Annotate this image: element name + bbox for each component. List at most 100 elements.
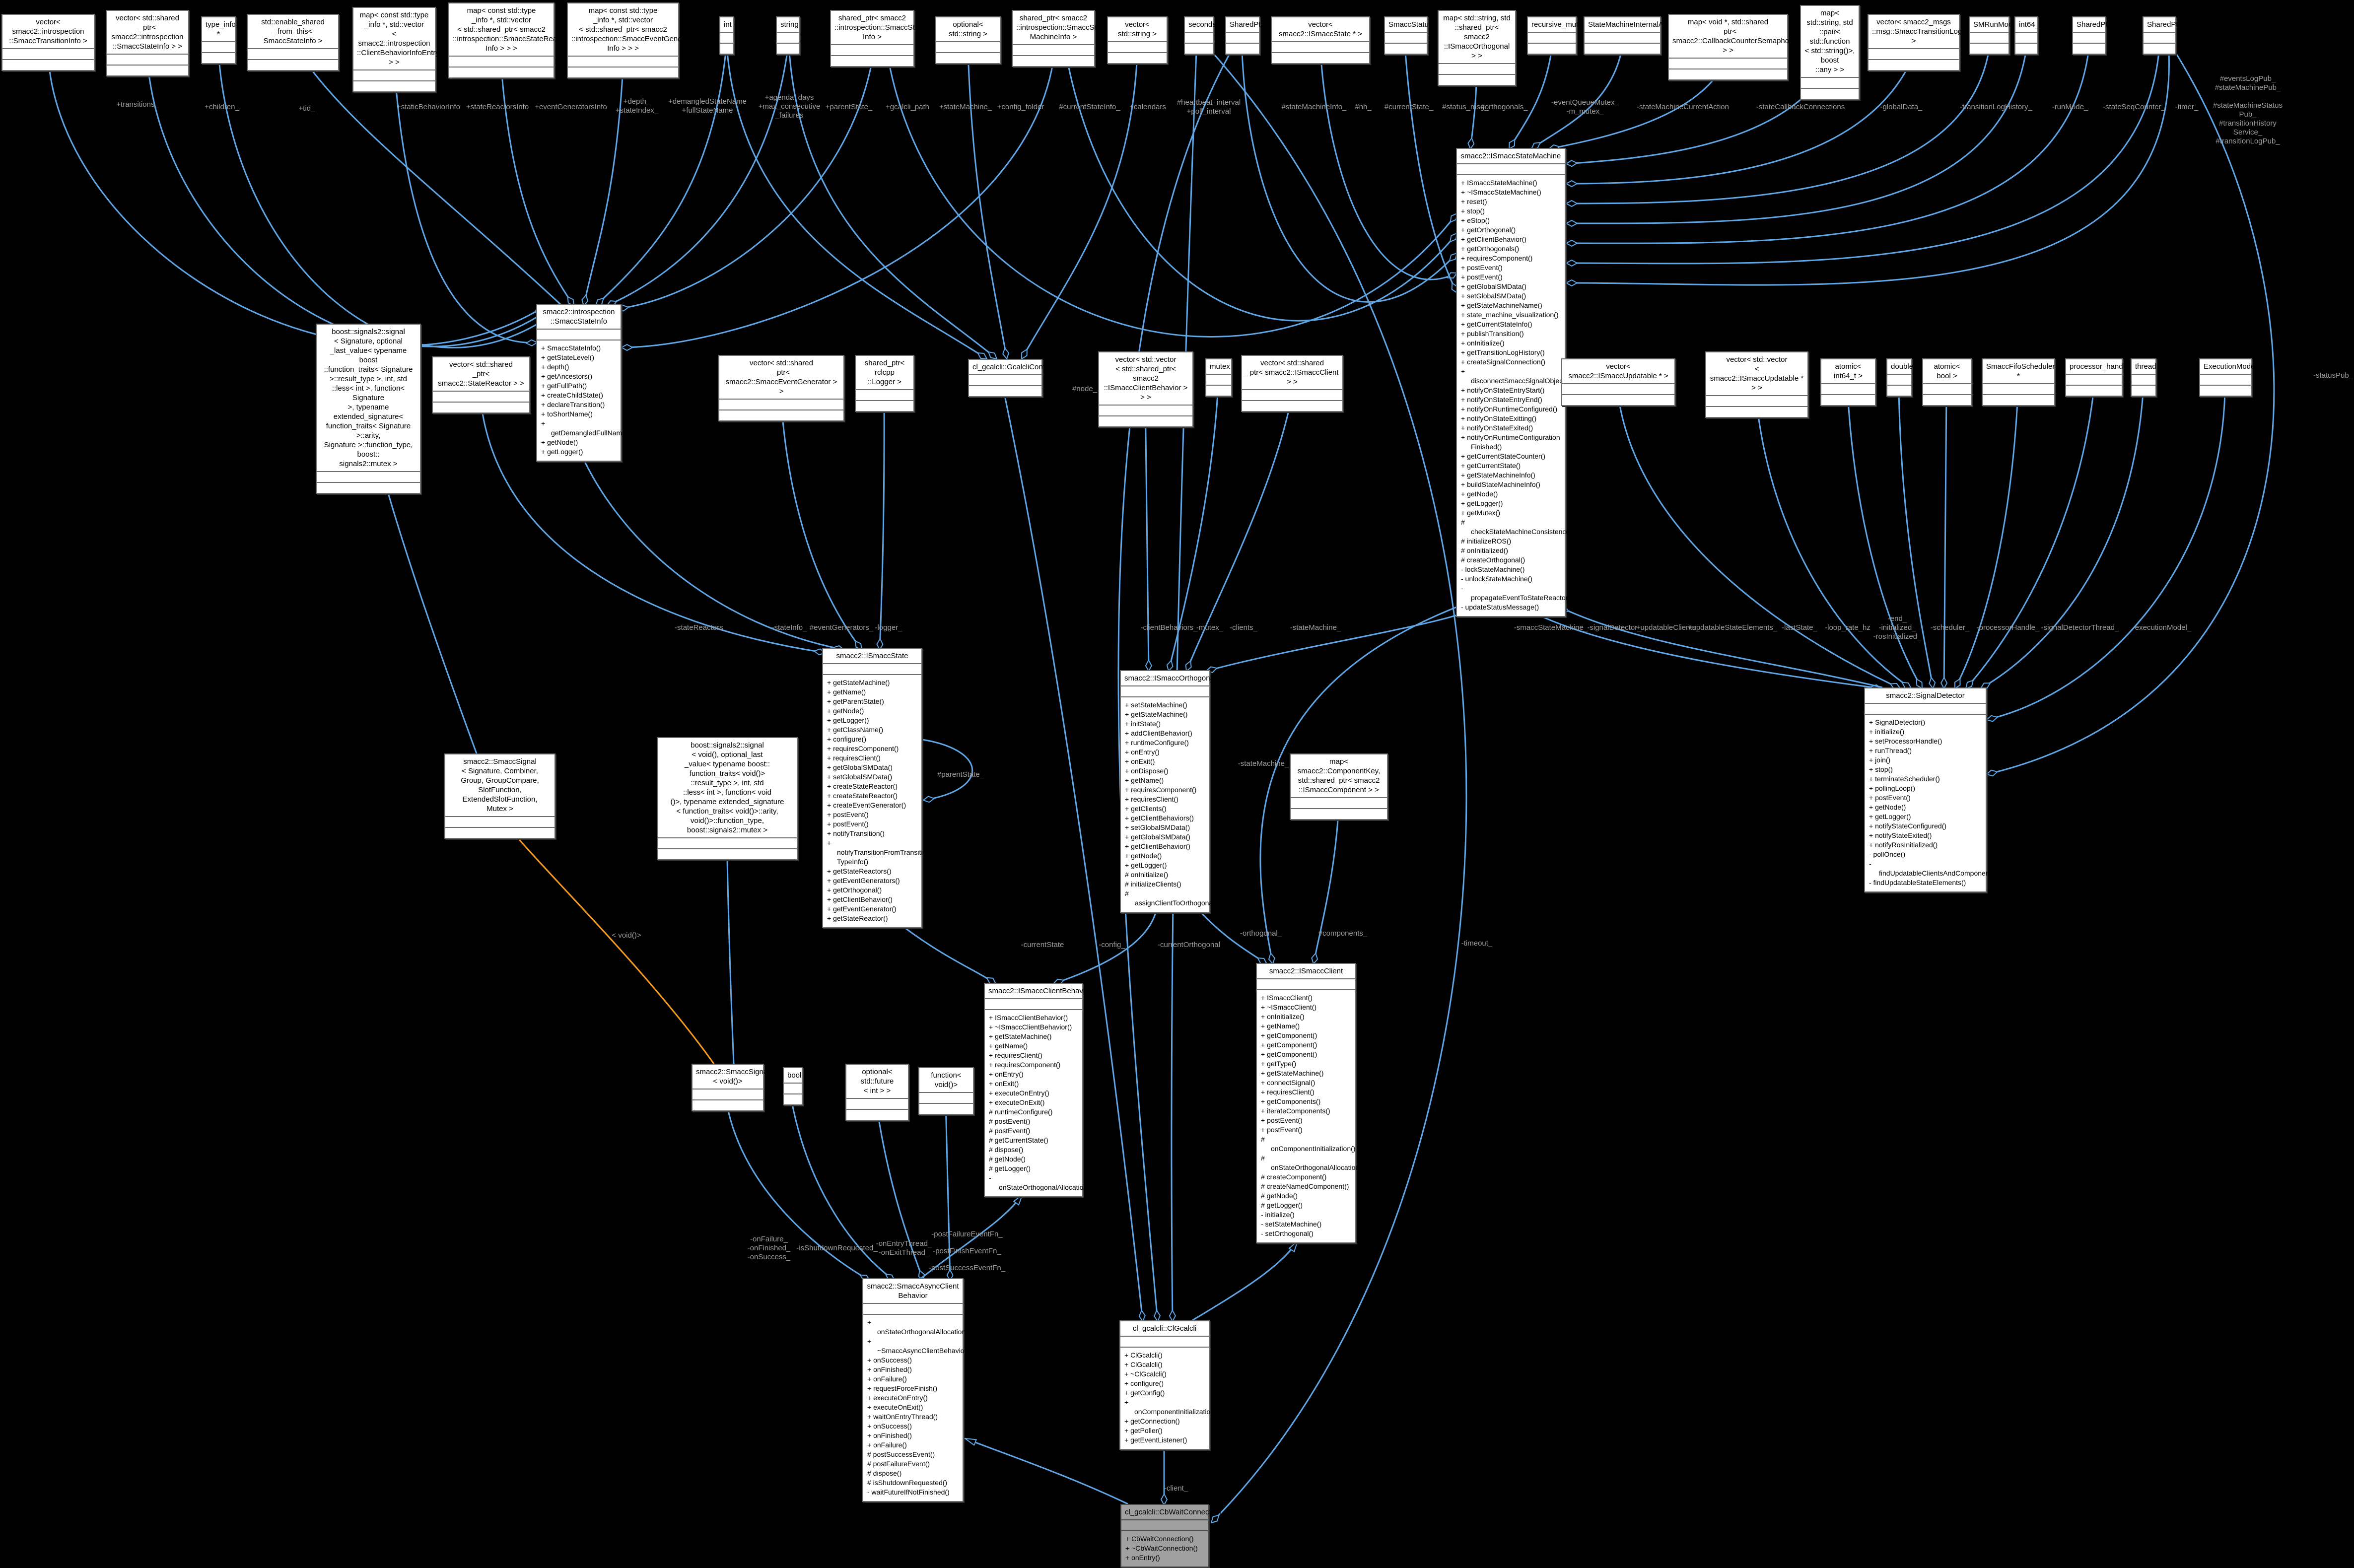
class-node-signal_void[interactable]: boost::signals2::signal< void(), optiona… [657,737,798,860]
class-node-atomic_int[interactable]: atomic< int64_t > [1820,358,1876,406]
class-node-t14[interactable]: seconds [1184,16,1216,55]
edge-label: -runMode_ [2052,103,2088,112]
methods-compartment: + CbWaitConnection()+ ~CbWaitConnection(… [1121,1530,1208,1567]
class-node-mutex[interactable]: mutex [1205,358,1232,397]
class-title-line: vector< std::vector [1115,355,1177,364]
class-node-sr_vec[interactable]: vector< std::shared_ptr< smacc2::StateRe… [432,356,530,413]
class-node-cb[interactable]: smacc2::ISmaccClientBehavior+ ISmaccClie… [984,983,1092,1197]
edge-label-line: < void()> [612,931,641,940]
class-node-t13[interactable]: vector< std::string > [1107,16,1168,64]
class-node-t20[interactable]: StateMachineInternalAction [1584,16,1679,55]
attributes-compartment [1869,48,1959,59]
class-node-t6[interactable]: map< const std::type_info *, std::vector… [448,2,569,78]
class-node-t5[interactable]: map< const std::type_info *, std::vector… [352,7,439,92]
member-edge [726,1106,870,1282]
class-node-smsignal_t[interactable]: smacc2::SmaccSignal< Signature, Combiner… [444,753,555,839]
class-node-t12[interactable]: shared_ptr< smacc2::introspection::Smacc… [1012,10,1107,67]
class-node-evgen_vec[interactable]: vector< std::shared_ptr< smacc2::SmaccEv… [718,355,844,421]
class-title-line: type_info * [206,20,236,38]
class-node-t2[interactable]: vector< std::shared_ptr< smacc2::introsp… [106,10,189,76]
class-node-cbvec[interactable]: vector< std::vector< std::shared_ptr< sm… [1098,351,1193,427]
class-title-line: smacc2::SmaccSignal [696,1068,769,1076]
class-node-client_vec[interactable]: vector< std::shared_ptr< smacc2::ISmaccC… [1241,355,1343,412]
member-edge [1066,60,1457,322]
edge-label-line: +stateIndex_ [615,106,659,115]
class-node-boolbox[interactable]: bool [783,1067,803,1105]
class-node-sigdet[interactable]: smacc2::SignalDetector+ SignalDetector()… [1864,687,2000,892]
class-node-upd_vec2[interactable]: vector< std::vector< smacc2::ISmaccUpdat… [1705,351,1808,418]
methods-compartment [1887,385,1911,396]
class-node-t22[interactable]: map< std::string, std::pair< std::functi… [1800,5,1860,100]
edge-label: #eventsLogPub_#stateMachinePub_ #stateMa… [2213,74,2283,146]
class-node-logger[interactable]: shared_ptr< rclcpp::Logger > [855,355,914,412]
class-node-t27[interactable]: SharedPtr [2143,16,2181,55]
class-node-t23[interactable]: vector< smacc2_msgs::msg::SmaccTransitio… [1868,14,1979,71]
class-title-line: _info *, std::vector [364,20,424,29]
class-node-stateinfo[interactable]: smacc2::introspection::SmaccStateInfo+ S… [536,304,630,462]
class-title: shared_ptr< rclcpp::Logger > [856,356,913,389]
class-node-cbwait[interactable]: cl_gcalcli::CbWaitConnection+ CbWaitConn… [1120,1504,1221,1568]
class-title: map< std::string, std::pair< std::functi… [1801,6,1859,77]
methods-compartment [1923,394,1971,405]
class-node-smsignal_void[interactable]: smacc2::SmaccSignal< void()> [692,1064,769,1111]
class-node-t4[interactable]: std::enable_shared_from_this< SmaccState… [247,14,339,71]
class-node-dbl[interactable]: double [1886,358,1913,397]
class-node-upd_vec[interactable]: vector< smacc2::ISmaccUpdatable * > [1561,358,1675,406]
class-node-t25[interactable]: int64_t [2014,16,2041,55]
class-title-line: shared_ptr< rclcpp [864,359,905,377]
methods-compartment [353,80,435,91]
class-node-client[interactable]: smacc2::ISmaccClient+ ISmaccClient()+ ~I… [1256,963,1364,1243]
class-node-t16[interactable]: vector< smacc2::ISmaccState * > [1271,16,1370,64]
class-member: + getStateMachine() [1261,1069,1324,1077]
member-edge [1559,607,1883,688]
edge-label-line: -orthogonal_ [1240,929,1282,938]
class-node-t21[interactable]: map< void *, std::shared_ptr< smacc2::Ca… [1668,14,1796,80]
class-member: + toShortName() [541,410,593,418]
class-node-gcalcli[interactable]: cl_gcalcli::ClGcalcli+ ClGcalcli()+ ClGc… [1119,1320,1219,1450]
class-title-line: ExecutionModel [2204,362,2257,371]
edge-label: -isShutdownRequested_ [796,1244,877,1253]
class-node-fifo[interactable]: SmaccFifoScheduler * [1982,358,2055,406]
class-node-thread[interactable]: thread [2131,358,2156,397]
edge-label-line: -smaccStateMachine_ [1514,623,1588,632]
class-node-t8[interactable]: int [719,16,734,55]
class-node-execmodel[interactable]: ExecutionModel [2199,358,2257,397]
class-member: # onInitialized() [1461,546,1508,554]
class-node-t11[interactable]: optional< std::string > [935,16,1001,64]
class-title-line: shared_ptr< smacc2 [1019,14,1088,22]
member-edge [1319,52,1457,280]
class-node-funcvoid[interactable]: function< void()> [918,1067,974,1115]
class-member: + iterateComponents() [1261,1107,1330,1115]
class-node-t7[interactable]: map< const std::type_info *, std::vector… [567,2,697,78]
class-title-line: ::ISmaccComponent > > [1299,786,1379,794]
class-member: + executeOnEntry() [989,1089,1049,1097]
class-node-orth[interactable]: smacc2::ISmaccOrthogonal+ setStateMachin… [1120,670,1219,913]
class-node-atomic_bool[interactable]: atomic< bool > [1922,358,1972,406]
class-node-t19[interactable]: recursive_mutex [1527,16,1586,55]
attributes-compartment [202,41,235,52]
class-node-t26[interactable]: SharedPtr [2072,16,2110,55]
class-node-t15[interactable]: SharedPtr [1225,16,1263,55]
class-member: + requiresClient() [1261,1088,1315,1096]
class-node-signal_sig[interactable]: boost::signals2::signal< Signature, opti… [316,324,421,494]
class-node-compmap[interactable]: map< smacc2::ComponentKey,std::shared_pt… [1290,753,1388,820]
class-node-t9[interactable]: string [776,16,800,55]
attributes-compartment [1457,163,1565,174]
class-node-sm[interactable]: smacc2::ISmaccStateMachine+ ISmaccStateM… [1456,148,1576,617]
class-node-optfut[interactable]: optional< std::future< int > > [845,1064,909,1121]
class-node-t10[interactable]: shared_ptr< smacc2::introspection::Smacc… [830,10,925,67]
class-node-state[interactable]: smacc2::ISmaccState+ getStateMachine()+ … [822,648,930,928]
class-node-gcalcfg[interactable]: cl_gcalcli::GcalcliConfig [968,359,1051,397]
class-node-t18[interactable]: map< std::string, std::shared_ptr< smacc… [1438,10,1516,86]
edge-label-line: -onExitThread_ [878,1248,930,1257]
class-node-t24[interactable]: SMRunMode [1969,16,2017,55]
class-member: + ~CbWaitConnection() [1125,1544,1198,1552]
class-node-proc[interactable]: processor_handle [2065,358,2129,397]
edge-label: +agenda_days+max_consecutive_failures [759,93,821,120]
class-node-t3[interactable]: type_info * [201,16,236,64]
class-node-t17[interactable]: SmaccStatus [1384,16,1432,55]
class-member: + setGlobalSMData() [1461,292,1526,300]
class-node-t1[interactable]: vector< smacc2::introspection::SmaccTran… [1,14,95,71]
methods-compartment [2015,43,2037,54]
